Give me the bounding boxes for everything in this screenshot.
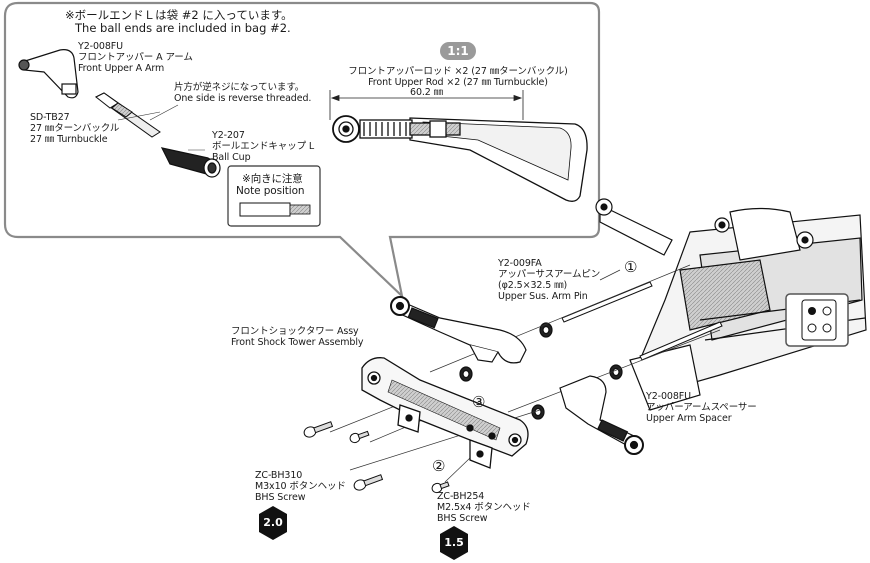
bag-note: ※ボールエンドＬは袋 #2 に入っています。 The ball ends are… [65,8,293,35]
callout-bubble [3,1,601,300]
rod-title: フロントアッパーロッド ×2 (27 ㎜ターンバックル) Front Upper… [348,66,568,88]
step-2-marker: ② [432,457,446,475]
arm-spacer-label: Y2-008FU アッパーアームスペーサー Upper Arm Spacer [646,391,757,424]
turnbuckle-27mm [95,92,161,138]
bubble-leaders [117,104,205,151]
note-position-box [227,165,321,227]
note-position-label: ※向きに注意 Note position [236,173,305,197]
arm-pin-label: Y2-009FA アッパーサスアームピン (φ2.5×32.5 ㎜) Upper… [498,258,601,302]
front-shock-tower [361,357,529,469]
ball-cup [160,147,221,178]
hex-wrench-1-5-icon [440,526,468,560]
chassis-body [595,198,867,411]
dimension-line [329,90,524,120]
reverse-thread-note: 片方が逆ネジになっています。 One side is reverse threa… [174,82,312,104]
step-1-marker: ① [624,258,638,276]
hex-size-1-5: 1.5 [444,536,464,549]
scale-label: 1:1 [447,44,469,58]
rod-length: 60.2 ㎜ [410,87,444,98]
screw-bh254-label: ZC-BH254 M2.5x4 ボタンヘッド BHS Screw [437,491,531,524]
front-upper-rod-1to1 [332,115,588,202]
spacers [459,322,623,420]
arm-label: Y2-008FU フロントアッパー A アーム Front Upper A Ar… [78,41,193,74]
ball-cup-label: Y2-207 ボールエンドキャップ L Ball Cup [212,130,315,163]
scale-badge [440,42,476,60]
chassis-detail-inset [785,293,849,347]
screws [303,421,450,494]
upper-a-arm-small [18,49,79,99]
front-upper-arm-right [559,375,644,455]
step-3-marker: ③ [472,393,486,411]
screw-bh310-label: ZC-BH310 M3x10 ボタンヘッド BHS Screw [255,470,346,503]
guide-lines [329,264,721,483]
upper-sus-arm-pins [561,281,723,361]
hex-wrench-2-0-icon [259,506,287,540]
front-upper-arm-left [390,296,527,364]
turnbuckle-label: SD-TB27 27 ㎜ターンバックル 27 ㎜ Turnbuckle [30,112,120,145]
hex-size-2-0: 2.0 [263,516,283,529]
shock-tower-label: フロントショックタワー Assy Front Shock Tower Assem… [231,326,364,348]
